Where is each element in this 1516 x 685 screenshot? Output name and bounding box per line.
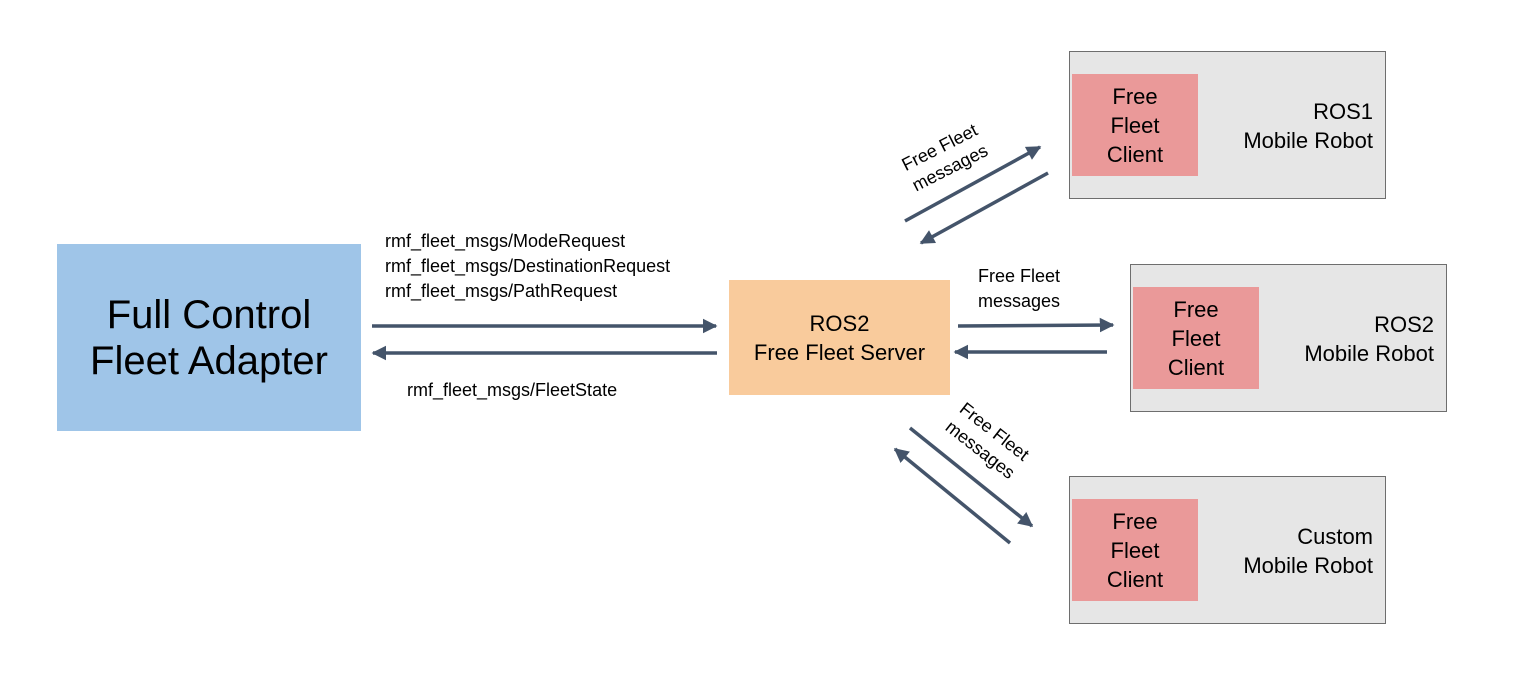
robot-label-line2: Mobile Robot: [1304, 341, 1434, 366]
free-fleet-server-box: ROS2 Free Fleet Server: [729, 280, 950, 395]
client-line3: Client: [1106, 141, 1164, 167]
custom-client-box: Free Fleet Client: [1072, 499, 1198, 601]
client-line3: Client: [1106, 566, 1164, 592]
robot-label-line2: Mobile Robot: [1243, 128, 1373, 153]
robot-label-line1: ROS2: [1374, 312, 1434, 337]
fleet-adapter-box: Full Control Fleet Adapter: [57, 244, 361, 431]
fleet-state-label: rmf_fleet_msgs/FleetState: [407, 380, 618, 400]
custom-robot-box: Free Fleet Client Custom Mobile Robot: [1069, 476, 1386, 624]
custom-incoming-arrow: [893, 447, 1012, 545]
fleet-adapter-title-line1: Full Control: [106, 292, 312, 337]
ros2-client-box: Free Fleet Client: [1133, 287, 1259, 389]
client-line2: Fleet: [1171, 325, 1221, 351]
robot-label-line1: Custom: [1297, 524, 1373, 549]
ros2-messages-line2: messages: [978, 291, 1061, 311]
ros1-robot-box: Free Fleet Client ROS1 Mobile Robot: [1069, 51, 1386, 199]
custom-robot-label: Custom Mobile Robot: [1243, 522, 1373, 580]
client-line1: Free: [1173, 296, 1219, 322]
mode-request-label: rmf_fleet_msgs/ModeRequest: [385, 231, 626, 251]
robot-label-line1: ROS1: [1313, 99, 1373, 124]
ros2-robot-box: Free Fleet Client ROS2 Mobile Robot: [1130, 264, 1447, 412]
custom-outgoing-arrow: [908, 426, 1034, 528]
ros1-client-box: Free Fleet Client: [1072, 74, 1198, 176]
client-line2: Fleet: [1110, 112, 1160, 138]
ros1-robot-label: ROS1 Mobile Robot: [1243, 97, 1373, 155]
destination-request-label: rmf_fleet_msgs/DestinationRequest: [385, 256, 671, 276]
ros2-robot-label: ROS2 Mobile Robot: [1304, 310, 1434, 368]
ros1-outgoing-arrow: [904, 145, 1042, 223]
client-line1: Free: [1112, 83, 1158, 109]
client-line3: Client: [1167, 354, 1225, 380]
client-line1: Free: [1112, 508, 1158, 534]
path-request-label: rmf_fleet_msgs/PathRequest: [385, 281, 618, 301]
ros2-outgoing-arrow: [957, 317, 1115, 333]
ros1-incoming-arrow: [919, 171, 1049, 245]
server-title-line1: ROS2: [809, 310, 870, 336]
client-line2: Fleet: [1110, 537, 1160, 563]
ros2-messages-line1: Free Fleet: [978, 266, 1061, 286]
fleet-adapter-title-line2: Fleet Adapter: [90, 338, 328, 383]
server-title-line2: Free Fleet Server: [753, 339, 926, 365]
robot-label-line2: Mobile Robot: [1243, 553, 1373, 578]
